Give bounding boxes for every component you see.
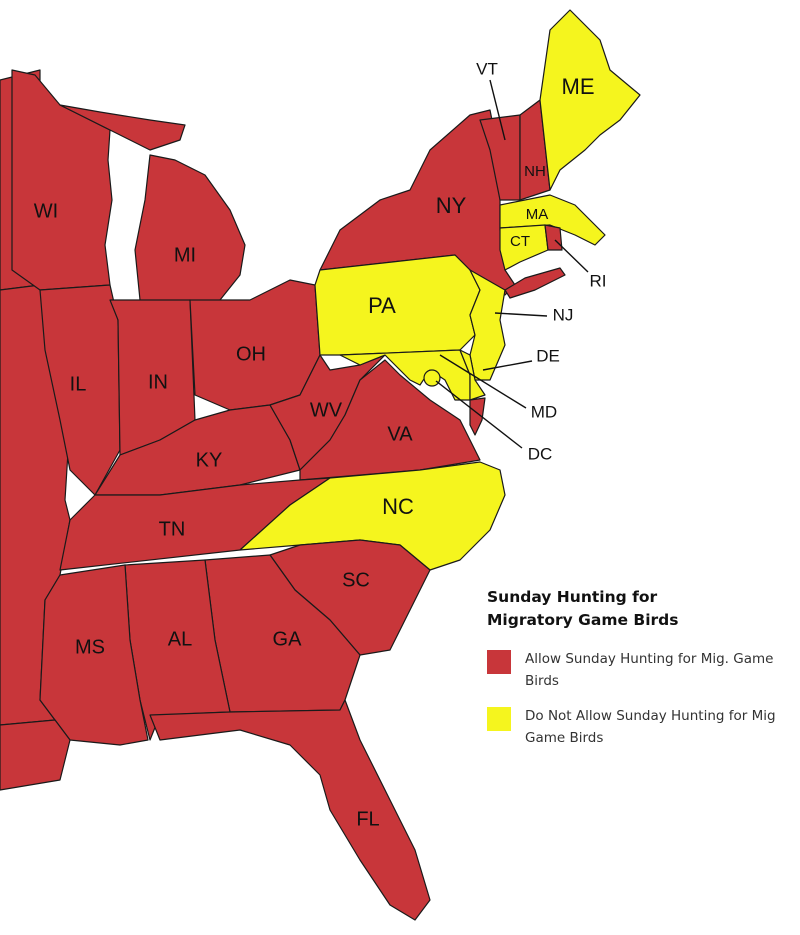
state-ri xyxy=(544,224,563,251)
label-md: MD xyxy=(531,402,557,421)
legend-item-not-allow: Do Not Allow Sunday Hunting for Mig Game… xyxy=(487,705,797,749)
label-sc: SC xyxy=(342,569,370,591)
leader-md xyxy=(439,354,527,409)
label-wv: WV xyxy=(310,399,343,421)
label-nh: NH xyxy=(524,163,546,180)
state-ms xyxy=(39,564,149,746)
label-ga: GA xyxy=(273,628,303,650)
legend-title-line2: Migratory Game Birds xyxy=(487,611,679,629)
label-pa: PA xyxy=(368,293,396,318)
leader-nj xyxy=(494,312,548,317)
label-va: VA xyxy=(387,423,413,445)
legend-swatch-not-allow xyxy=(487,707,511,731)
legend-label-not-allow: Do Not Allow Sunday Hunting for Mig Game… xyxy=(525,708,776,746)
legend-title-line1: Sunday Hunting for xyxy=(487,588,658,606)
label-me: ME xyxy=(562,74,595,99)
label-nc: NC xyxy=(382,494,414,519)
state-fl xyxy=(149,699,431,921)
leader-de xyxy=(482,360,533,371)
label-de: DE xyxy=(536,346,560,365)
map-legend: Sunday Hunting for Migratory Game Birds … xyxy=(487,586,797,762)
state-mi xyxy=(134,154,246,306)
state-wi xyxy=(11,69,113,291)
label-vt: VT xyxy=(476,59,498,78)
state-tn xyxy=(59,477,331,571)
leader-ri xyxy=(554,239,589,273)
leader-dc xyxy=(435,380,523,449)
label-tn: TN xyxy=(159,518,186,540)
label-ma: MA xyxy=(526,206,549,223)
legend-item-allow: Allow Sunday Hunting for Mig. Game Birds xyxy=(487,648,797,692)
label-oh: OH xyxy=(236,343,266,365)
legend-swatch-allow xyxy=(487,650,511,674)
state-vt xyxy=(479,114,521,201)
label-ri: RI xyxy=(590,271,607,290)
label-wi: WI xyxy=(34,200,58,222)
state-delmarva-va xyxy=(469,397,486,436)
label-nj: NJ xyxy=(553,305,574,324)
state-ny-long-island xyxy=(504,267,566,299)
state-pa xyxy=(314,254,481,356)
label-ms: MS xyxy=(75,636,105,658)
legend-title: Sunday Hunting for Migratory Game Birds xyxy=(487,586,797,632)
label-ny: NY xyxy=(436,193,467,218)
leader-vt xyxy=(489,79,506,141)
state-me xyxy=(539,9,641,191)
label-ky: KY xyxy=(196,449,223,471)
label-al: AL xyxy=(168,628,192,650)
state-dc xyxy=(423,369,441,387)
label-ct: CT xyxy=(510,233,530,250)
label-mi: MI xyxy=(174,244,196,266)
label-il: IL xyxy=(70,373,87,395)
label-dc: DC xyxy=(528,444,553,463)
legend-label-allow: Allow Sunday Hunting for Mig. Game Birds xyxy=(525,651,774,689)
state-la-sliver xyxy=(0,719,71,791)
label-in: IN xyxy=(148,371,168,393)
label-fl: FL xyxy=(356,808,379,830)
state-mi-upper xyxy=(59,104,186,151)
